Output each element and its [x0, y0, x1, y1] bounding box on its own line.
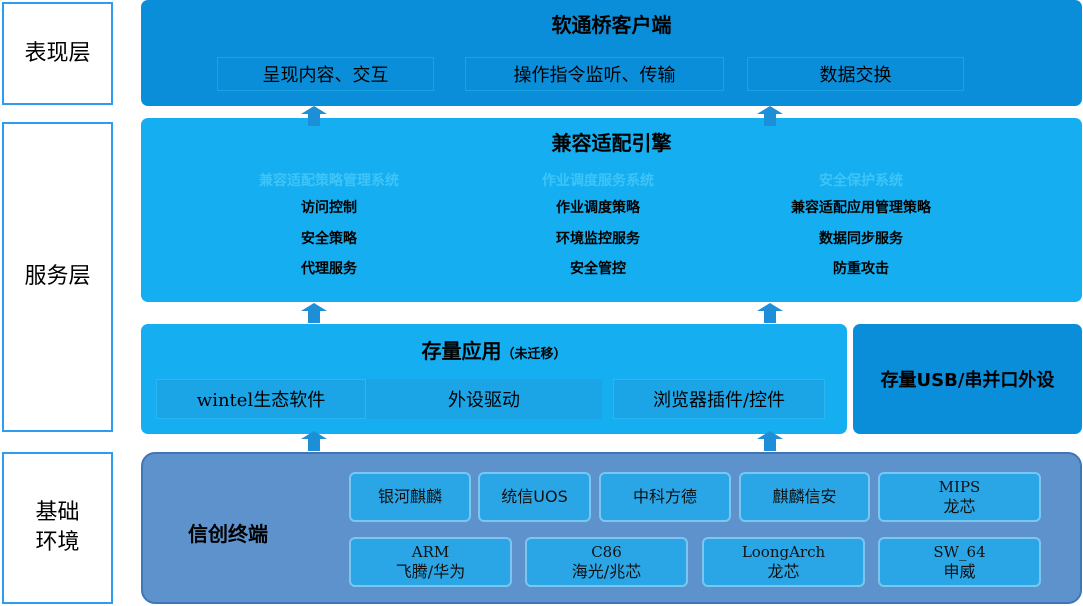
- up-arrow-icon: [757, 303, 783, 323]
- system-column-policy: 兼容适配策略管理系统 访问控制 安全策略 代理服务: [199, 169, 459, 285]
- system-item: 兼容适配应用管理策略: [791, 200, 931, 216]
- system-item: 代理服务: [301, 261, 357, 277]
- up-arrow-icon: [301, 431, 327, 451]
- system-item: 作业调度策略: [556, 200, 640, 216]
- chip-vendor: 龙芯: [943, 497, 976, 516]
- system-item: 访问控制: [301, 200, 357, 216]
- up-arrow-icon: [757, 431, 783, 451]
- base-title: 信创终端: [188, 522, 268, 546]
- layer-label-presentation: 表现层: [2, 2, 113, 105]
- engine-panel: 兼容适配引擎 兼容适配策略管理系统 访问控制 安全策略 代理服务 作业调度服务系…: [141, 118, 1082, 302]
- client-title: 软通桥客户端: [551, 13, 672, 37]
- cpu-chip: LoongArch 龙芯: [702, 537, 865, 587]
- chip-vendor: 龙芯: [767, 562, 800, 581]
- legacy-app-item: wintel生态软件: [156, 379, 366, 419]
- system-column-security: 安全保护系统 兼容适配应用管理策略 数据同步服务 防重攻击: [731, 169, 991, 285]
- chip-arch: ARM: [411, 543, 450, 561]
- legacy-peripheral-label: 存量USB/串并口外设: [880, 370, 1055, 391]
- cpu-chip: MIPS 龙芯: [878, 472, 1041, 522]
- os-chip: 中科方德: [599, 472, 731, 522]
- system-item: 数据同步服务: [819, 230, 903, 247]
- up-arrow-icon: [301, 106, 327, 126]
- chip-text: 麒麟信安: [772, 487, 837, 506]
- legacy-peripheral-panel: 存量USB/串并口外设: [853, 324, 1082, 434]
- chip-vendor: 申威: [943, 562, 976, 581]
- os-chip: 麒麟信安: [739, 472, 870, 522]
- legacy-apps-note: （未迁移）: [501, 347, 567, 362]
- system-name: 安全保护系统: [819, 173, 903, 189]
- layer-label-base: 基础 环境: [2, 452, 113, 604]
- layer-label-service: 服务层: [2, 122, 113, 432]
- chip-arch: C86: [591, 543, 622, 561]
- chip-arch: LoongArch: [741, 543, 826, 561]
- os-chip: 统信UOS: [478, 472, 591, 522]
- chip-text: 银河麒麟: [377, 487, 442, 506]
- chip-vendor: 海光/兆芯: [571, 562, 642, 581]
- system-column-scheduling: 作业调度服务系统 作业调度策略 环境监控服务 安全管控: [468, 169, 728, 285]
- layer-label-text: 服务层: [24, 264, 91, 289]
- client-item: 操作指令监听、传输: [465, 57, 724, 91]
- legacy-app-item: 浏览器插件/控件: [613, 379, 825, 419]
- engine-title: 兼容适配引擎: [551, 131, 672, 155]
- legacy-apps-title-text: 存量应用: [421, 339, 502, 363]
- system-item: 环境监控服务: [556, 230, 640, 247]
- cpu-chip: SW_64 申威: [878, 537, 1041, 587]
- legacy-apps-title: 存量应用（未迁移）: [141, 335, 847, 364]
- up-arrow-icon: [757, 106, 783, 126]
- system-name: 兼容适配策略管理系统: [259, 173, 399, 189]
- system-item: 防重攻击: [833, 261, 889, 277]
- chip-text: 中科方德: [632, 487, 697, 506]
- legacy-app-item: 外设驱动: [366, 379, 602, 419]
- layer-label-text: 表现层: [24, 40, 91, 66]
- cpu-chip: C86 海光/兆芯: [525, 537, 688, 587]
- chip-text: 统信UOS: [501, 487, 568, 506]
- up-arrow-icon: [301, 303, 327, 323]
- layer-label-text: 环境: [35, 530, 80, 555]
- system-name: 作业调度服务系统: [542, 173, 654, 189]
- os-chip: 银河麒麟: [349, 472, 471, 522]
- layer-label-text: 基础: [35, 500, 80, 525]
- client-item: 呈现内容、交互: [217, 57, 434, 91]
- chip-arch: MIPS: [938, 478, 981, 496]
- system-item: 安全管控: [570, 261, 626, 277]
- client-panel: 软通桥客户端 呈现内容、交互 操作指令监听、传输 数据交换: [141, 0, 1082, 106]
- system-item: 安全策略: [301, 230, 357, 247]
- chip-arch: SW_64: [933, 543, 986, 561]
- client-item: 数据交换: [747, 57, 964, 91]
- cpu-chip: ARM 飞腾/华为: [349, 537, 512, 587]
- chip-vendor: 飞腾/华为: [395, 562, 466, 581]
